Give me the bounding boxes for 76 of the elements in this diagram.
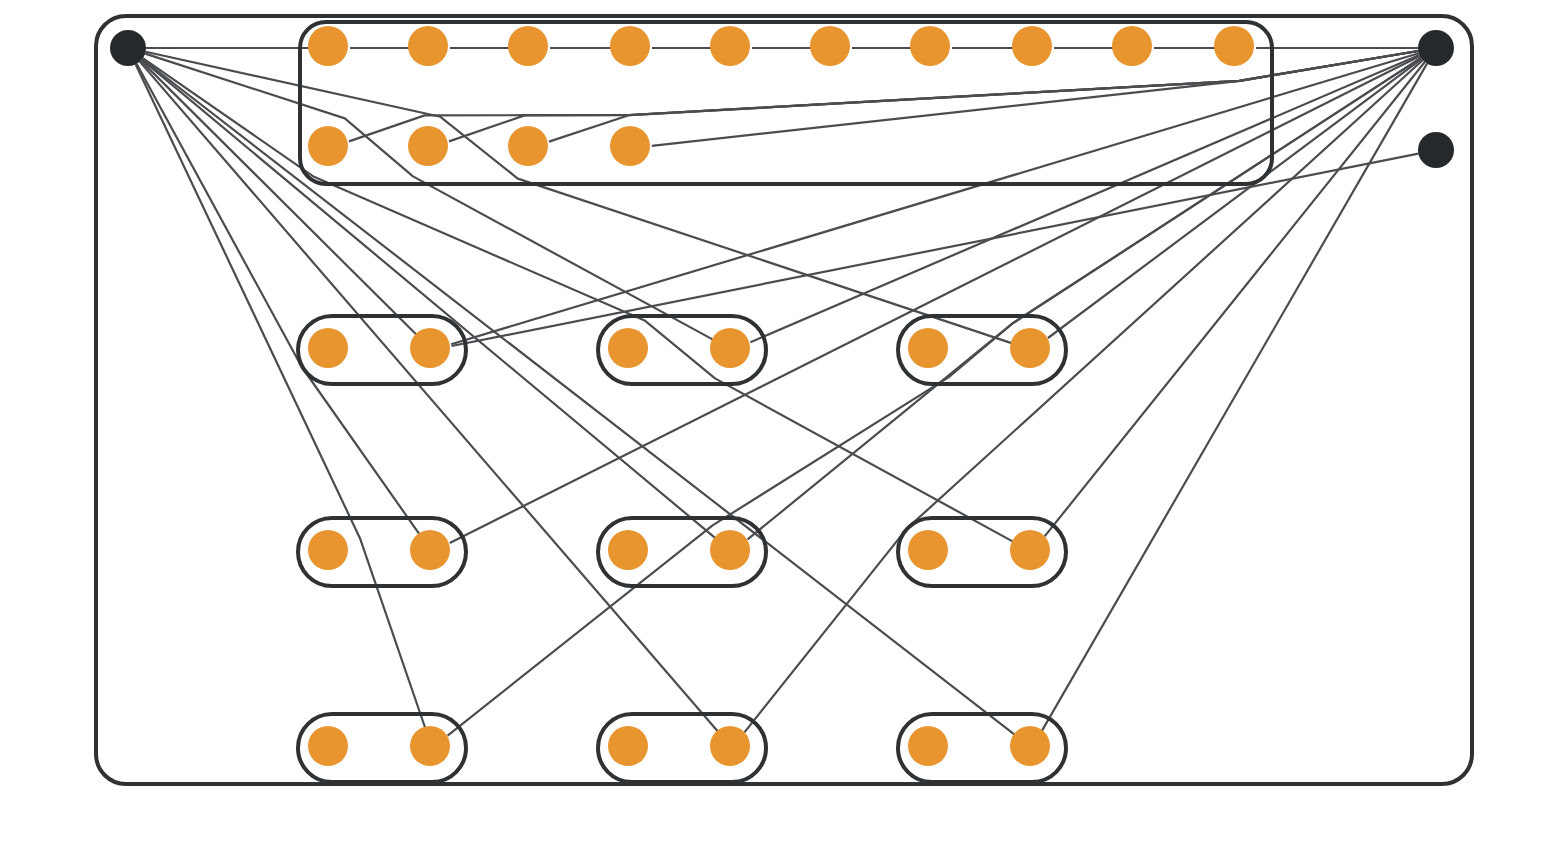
connector-line [141, 58, 718, 541]
dot-icon [308, 328, 348, 368]
connector-line [451, 152, 1419, 348]
dot-icon [908, 726, 948, 766]
dot-icon [610, 26, 650, 66]
dot-icon [308, 726, 348, 766]
connector-line [145, 50, 1014, 345]
hub-dot-icon [1417, 29, 1453, 65]
connector-line [1041, 63, 1428, 732]
dot-icon [508, 126, 548, 166]
pair-capsule [595, 711, 767, 783]
dot-icon [608, 726, 648, 766]
connector-line [651, 49, 1419, 147]
hub-dot-icon [1417, 131, 1453, 167]
dot-icon [508, 26, 548, 66]
connector-line [1047, 57, 1423, 339]
dot-icon [1214, 26, 1254, 66]
dot-icon [910, 26, 950, 66]
pair-capsule [295, 711, 467, 783]
connector-line [450, 46, 510, 50]
dot-icon [408, 26, 448, 66]
group-frame [297, 19, 1273, 185]
connector-line [146, 46, 310, 50]
dot-icon [710, 328, 750, 368]
pair-capsule [895, 515, 1067, 587]
dot-icon [1112, 26, 1152, 66]
connector-line [1054, 46, 1114, 50]
dot-icon [410, 530, 450, 570]
connector-line [350, 46, 410, 50]
connector-line [550, 46, 612, 50]
connector-line [749, 54, 1420, 344]
dot-icon [410, 726, 450, 766]
dot-icon [710, 726, 750, 766]
dot-icon [308, 530, 348, 570]
connector-line [449, 55, 1421, 544]
hub-dot-icon [109, 29, 145, 65]
dot-icon [308, 26, 348, 66]
pair-capsule [295, 313, 467, 385]
connector-line [134, 63, 427, 730]
connector-line [952, 46, 1014, 50]
connector-line [1043, 61, 1426, 538]
connector-line [1154, 46, 1216, 50]
connector-line [138, 60, 720, 734]
connector-line [142, 57, 1015, 544]
dot-icon [308, 126, 348, 166]
pair-capsule [595, 313, 767, 385]
dot-icon [1012, 26, 1052, 66]
outer-frame [94, 14, 1474, 786]
dot-icon [410, 328, 450, 368]
pair-capsule [895, 711, 1067, 783]
dot-icon [408, 126, 448, 166]
dot-icon [608, 328, 648, 368]
connector-line [652, 46, 712, 50]
connector-line [743, 59, 1424, 734]
dot-icon [908, 530, 948, 570]
dot-icon [610, 126, 650, 166]
connector-line [450, 52, 1420, 346]
dot-icon [1010, 726, 1050, 766]
pair-capsule [295, 515, 467, 587]
dot-icon [810, 26, 850, 66]
connector-line [752, 46, 812, 50]
connector-line [140, 59, 419, 337]
pair-capsule [595, 515, 767, 587]
dot-icon [908, 328, 948, 368]
connector-line [1256, 46, 1418, 50]
dot-icon [1010, 530, 1050, 570]
connector-line [446, 56, 1422, 737]
dot-icon [710, 530, 750, 570]
connector-line [141, 58, 1017, 737]
dot-icon [608, 530, 648, 570]
connector-line [135, 63, 422, 537]
dot-icon [710, 26, 750, 66]
dot-icon [1010, 328, 1050, 368]
connector-line [144, 52, 715, 342]
pair-capsule [895, 313, 1067, 385]
connector-line [852, 46, 912, 50]
